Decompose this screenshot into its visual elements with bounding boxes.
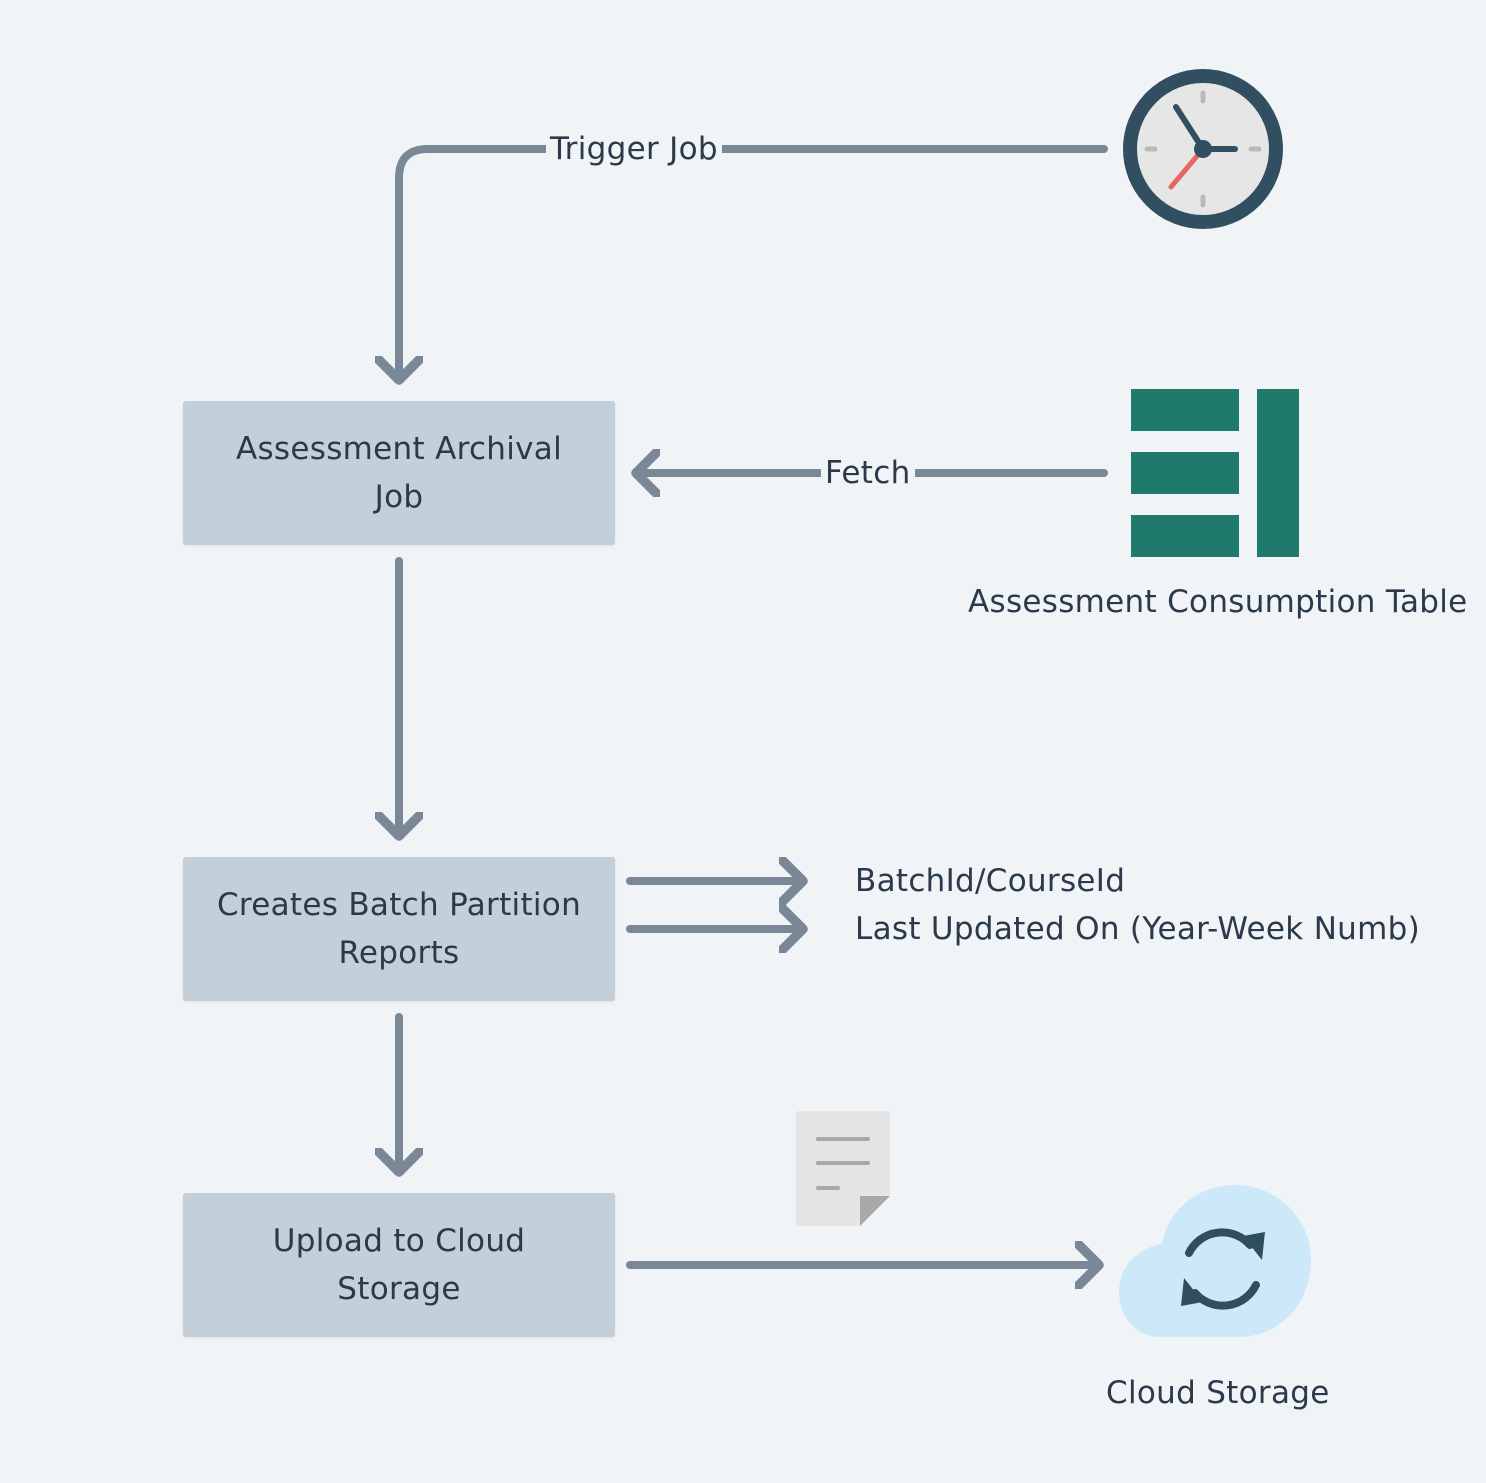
upload-cloud-storage-label: Upload to Cloud Storage — [272, 1223, 526, 1307]
fetch-label: Fetch — [821, 453, 915, 493]
batch-course-id-label: BatchId/CourseId — [855, 863, 1126, 899]
assessment-consumption-table-label: Assessment Consumption Table — [968, 584, 1468, 620]
batch-partition-reports-node: Creates Batch Partition Reports — [183, 857, 615, 1001]
last-updated-on-label: Last Updated On (Year-Week Numb) — [855, 911, 1420, 947]
cloud-storage-label: Cloud Storage — [1106, 1375, 1330, 1411]
cloud-sync-icon — [1119, 1185, 1311, 1337]
document-icon — [796, 1111, 890, 1226]
table-icon — [1131, 389, 1299, 557]
assessment-archival-job-label: Assessment Archival Job — [235, 431, 563, 515]
trigger-connector — [399, 145, 1108, 380]
assessment-archival-job-node: Assessment Archival Job — [183, 401, 615, 545]
batch-partition-reports-label: Creates Batch Partition Reports — [216, 887, 582, 971]
clock-icon — [1123, 69, 1283, 229]
trigger-job-label: Trigger Job — [546, 129, 722, 169]
upload-cloud-storage-node: Upload to Cloud Storage — [183, 1193, 615, 1337]
